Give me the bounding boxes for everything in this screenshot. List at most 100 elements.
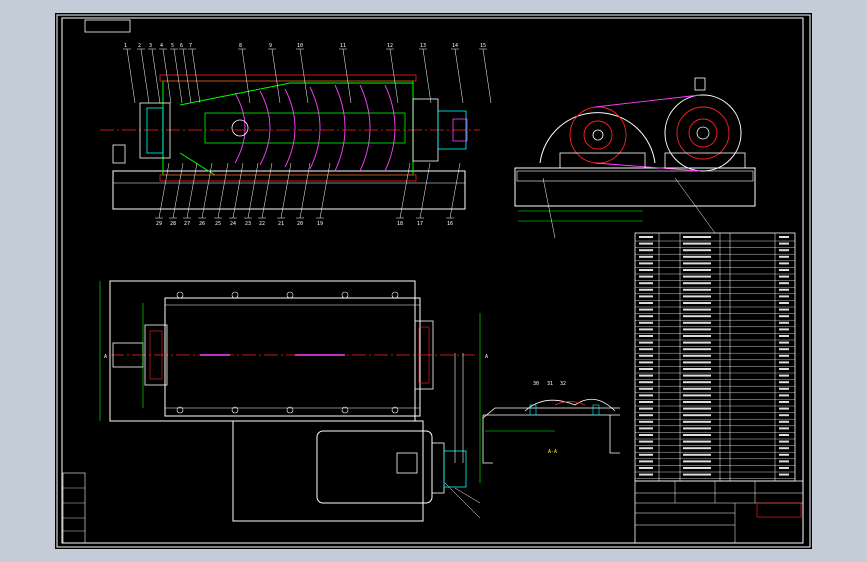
callout-label: 14 xyxy=(452,43,458,49)
screw-flights xyxy=(234,84,396,172)
table-text-mark xyxy=(779,394,789,397)
table-text-mark xyxy=(683,434,711,436)
table-text-mark xyxy=(683,354,711,357)
callout-label: 6 xyxy=(180,43,183,49)
table-text-mark xyxy=(779,420,789,423)
callout-label: 8 xyxy=(239,43,242,49)
table-text-mark xyxy=(639,249,653,252)
table-text-mark xyxy=(683,255,711,258)
table-text-mark xyxy=(779,447,789,450)
callout-leader xyxy=(217,162,229,219)
table-text-mark xyxy=(639,242,653,245)
table-text-mark xyxy=(683,368,711,370)
callout-leader xyxy=(482,48,492,104)
table-text-mark xyxy=(779,427,789,430)
callout-label: 15 xyxy=(480,43,486,49)
callout-label: 29 xyxy=(156,221,162,227)
callout-label: 24 xyxy=(230,221,236,227)
table-text-mark xyxy=(639,387,653,390)
bolt-hole xyxy=(391,406,399,414)
table-text-mark xyxy=(639,407,653,410)
table-text-mark xyxy=(779,407,789,410)
table-text-mark xyxy=(639,295,653,298)
table-text-mark xyxy=(779,368,789,370)
table-text-mark xyxy=(683,453,711,456)
callout-label: 12 xyxy=(387,43,393,49)
table-text-mark xyxy=(639,354,653,357)
callout-label: 23 xyxy=(245,221,251,227)
bolt-hole xyxy=(231,291,239,299)
bolt-hole xyxy=(391,291,399,299)
callout-leader xyxy=(182,48,192,104)
bowl-plan xyxy=(164,297,421,417)
view-mark-left: A xyxy=(104,354,107,360)
bowl-cover-arc xyxy=(539,112,656,164)
table-text-mark xyxy=(683,387,711,390)
callout-leader xyxy=(419,162,431,219)
detail-callout-label: 32 xyxy=(560,381,566,387)
table-text-mark xyxy=(683,361,711,364)
table-text-mark xyxy=(639,460,653,463)
callout-leader xyxy=(241,48,251,104)
table-text-mark xyxy=(779,460,789,463)
callout-label: 21 xyxy=(278,221,284,227)
parts-list-table xyxy=(634,232,796,482)
table-text-mark xyxy=(639,288,653,291)
callout-leader xyxy=(261,162,273,219)
callout-leader xyxy=(280,162,292,219)
table-text-mark xyxy=(639,414,653,417)
view-mark-right: A xyxy=(485,354,488,360)
cone-section xyxy=(179,82,413,106)
table-text-mark xyxy=(779,242,789,245)
base-frame xyxy=(112,170,466,210)
callout-leader xyxy=(201,162,213,219)
table-text-mark xyxy=(683,414,711,417)
motor-pulley xyxy=(664,94,742,172)
callout-label: 27 xyxy=(184,221,190,227)
callout-label: 20 xyxy=(297,221,303,227)
table-text-mark xyxy=(639,348,653,351)
table-text-mark xyxy=(639,394,653,397)
table-text-mark xyxy=(639,467,653,469)
table-text-mark xyxy=(683,242,711,245)
callout-label: 13 xyxy=(420,43,426,49)
detail-callout-label: 30 xyxy=(533,381,539,387)
table-text-mark xyxy=(639,440,653,443)
callout-leader xyxy=(191,48,201,104)
table-text-mark xyxy=(779,354,789,357)
callout-label: 7 xyxy=(189,43,192,49)
table-text-mark xyxy=(779,374,789,377)
bolt-hole xyxy=(341,406,349,414)
table-text-mark xyxy=(683,407,711,410)
table-text-mark xyxy=(639,453,653,456)
callout-leader xyxy=(399,162,411,219)
callout-leader xyxy=(172,162,184,219)
callout-leader xyxy=(186,162,198,219)
table-text-mark xyxy=(639,315,653,318)
table-text-mark xyxy=(779,295,789,298)
table-text-mark xyxy=(779,288,789,291)
table-text-mark xyxy=(683,341,711,344)
table-text-mark xyxy=(683,275,711,278)
table-text-mark xyxy=(639,447,653,450)
table-text-mark xyxy=(683,236,711,238)
table-text-mark xyxy=(683,401,711,403)
callout-leader xyxy=(126,48,136,104)
table-text-mark xyxy=(779,308,789,311)
table-text-mark xyxy=(683,394,711,397)
table-text-mark xyxy=(683,295,711,298)
side-base xyxy=(514,167,756,207)
table-text-mark xyxy=(683,321,711,324)
inner-frame xyxy=(61,17,804,544)
bolt-hole xyxy=(176,291,184,299)
table-text-mark xyxy=(683,249,711,252)
callout-label: 28 xyxy=(170,221,176,227)
drive-pulley xyxy=(437,110,467,150)
table-text-mark xyxy=(779,262,789,265)
table-text-mark xyxy=(779,236,789,238)
callout-leader xyxy=(422,48,432,104)
table-text-mark xyxy=(639,335,653,337)
callout-leader xyxy=(319,162,331,219)
